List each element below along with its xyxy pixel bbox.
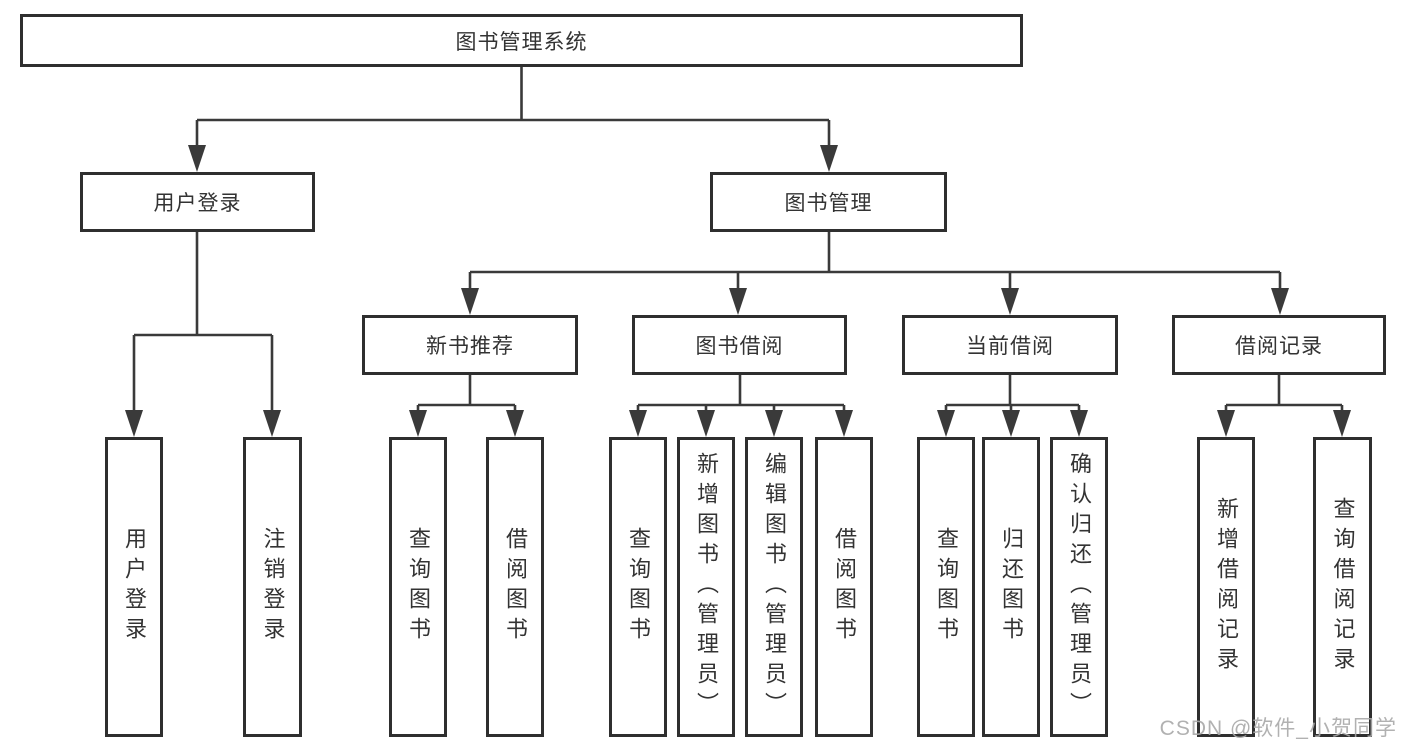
leaf-label: 注销登录 [260, 527, 286, 647]
node-borrowing-records: 借阅记录 [1172, 315, 1386, 375]
node-library-management-system: 图书管理系统 [20, 14, 1023, 67]
node-new-book-recommendation: 新书推荐 [362, 315, 578, 375]
leaf-label: 用户登录 [122, 527, 147, 647]
leaf-add-borrow-record: 新增借阅记录 [1197, 437, 1255, 737]
node-book-management: 图书管理 [710, 172, 947, 232]
leaf-query-borrow-record: 查询借阅记录 [1313, 437, 1372, 737]
leaf-label: 借阅图书 [503, 527, 528, 647]
leaf-query-books-current: 查询图书 [917, 437, 975, 737]
leaf-user-login: 用户登录 [105, 437, 163, 737]
leaf-label: 查询借阅记录 [1330, 497, 1356, 677]
node-user-login: 用户登录 [80, 172, 315, 232]
leaf-confirm-return-admin: 确认归还（管理员） [1050, 437, 1108, 737]
node-book-borrowing: 图书借阅 [632, 315, 847, 375]
leaf-label: 查询图书 [406, 527, 431, 647]
leaf-label: 新增图书（管理员） [694, 452, 719, 722]
leaf-borrow-books: 借阅图书 [815, 437, 873, 737]
leaf-query-books-recommend: 查询图书 [389, 437, 447, 737]
leaf-label: 借阅图书 [832, 527, 857, 647]
leaf-borrow-books-recommend: 借阅图书 [486, 437, 544, 737]
leaf-return-books: 归还图书 [982, 437, 1040, 737]
leaf-label: 编辑图书（管理员） [762, 452, 787, 722]
leaf-edit-books-admin: 编辑图书（管理员） [745, 437, 803, 737]
leaf-label: 查询图书 [934, 527, 959, 647]
leaf-add-books-admin: 新增图书（管理员） [677, 437, 735, 737]
leaf-query-books-borrow: 查询图书 [609, 437, 667, 737]
leaf-label: 归还图书 [999, 527, 1024, 647]
leaf-label: 新增借阅记录 [1214, 497, 1239, 677]
leaf-label: 确认归还（管理员） [1067, 452, 1092, 722]
leaf-label: 查询图书 [626, 527, 651, 647]
csdn-watermark: CSDN @软件_小贺同学 [1159, 717, 1397, 740]
node-current-borrowing: 当前借阅 [902, 315, 1118, 375]
leaf-logout: 注销登录 [243, 437, 302, 737]
